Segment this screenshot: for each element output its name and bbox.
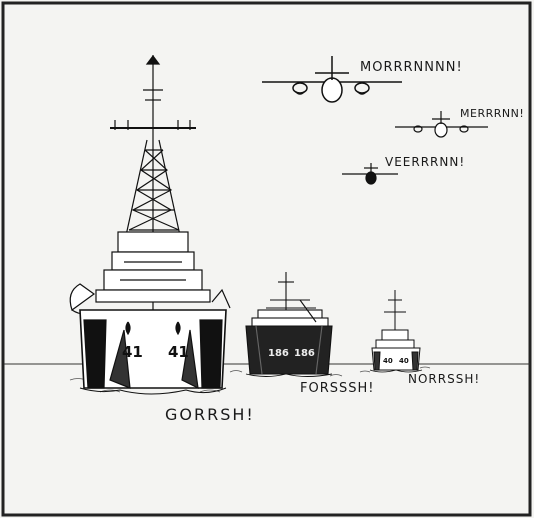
plane-small [342, 163, 398, 185]
hull-number-large-right: 41 [168, 343, 189, 361]
ship-small-sound-effect: NORRSSH! [408, 372, 481, 386]
plane-large-sound-effect: MORRRNNNN! [360, 60, 463, 75]
plane-medium-sound-effect: MERRRNN! [460, 107, 525, 120]
plane-medium [395, 111, 488, 138]
ship-small [369, 290, 423, 373]
sea-ripples [69, 366, 431, 393]
plane-large [262, 56, 402, 103]
plane-small-sound-effect: VEERRRNN! [385, 155, 466, 169]
hull-number-small-left: 40 [383, 357, 393, 365]
ship-large-sound-effect: GORRSH! [165, 405, 255, 424]
hull-number-medium-right: 186 [294, 348, 315, 359]
hull-number-small-right: 40 [399, 357, 409, 365]
ship-medium-sound-effect: FORSSSH! [300, 381, 375, 396]
ship-medium [245, 272, 333, 377]
hull-number-medium-left: 186 [268, 348, 289, 359]
ship-large [69, 55, 231, 395]
hull-number-large-left: 41 [122, 343, 143, 361]
